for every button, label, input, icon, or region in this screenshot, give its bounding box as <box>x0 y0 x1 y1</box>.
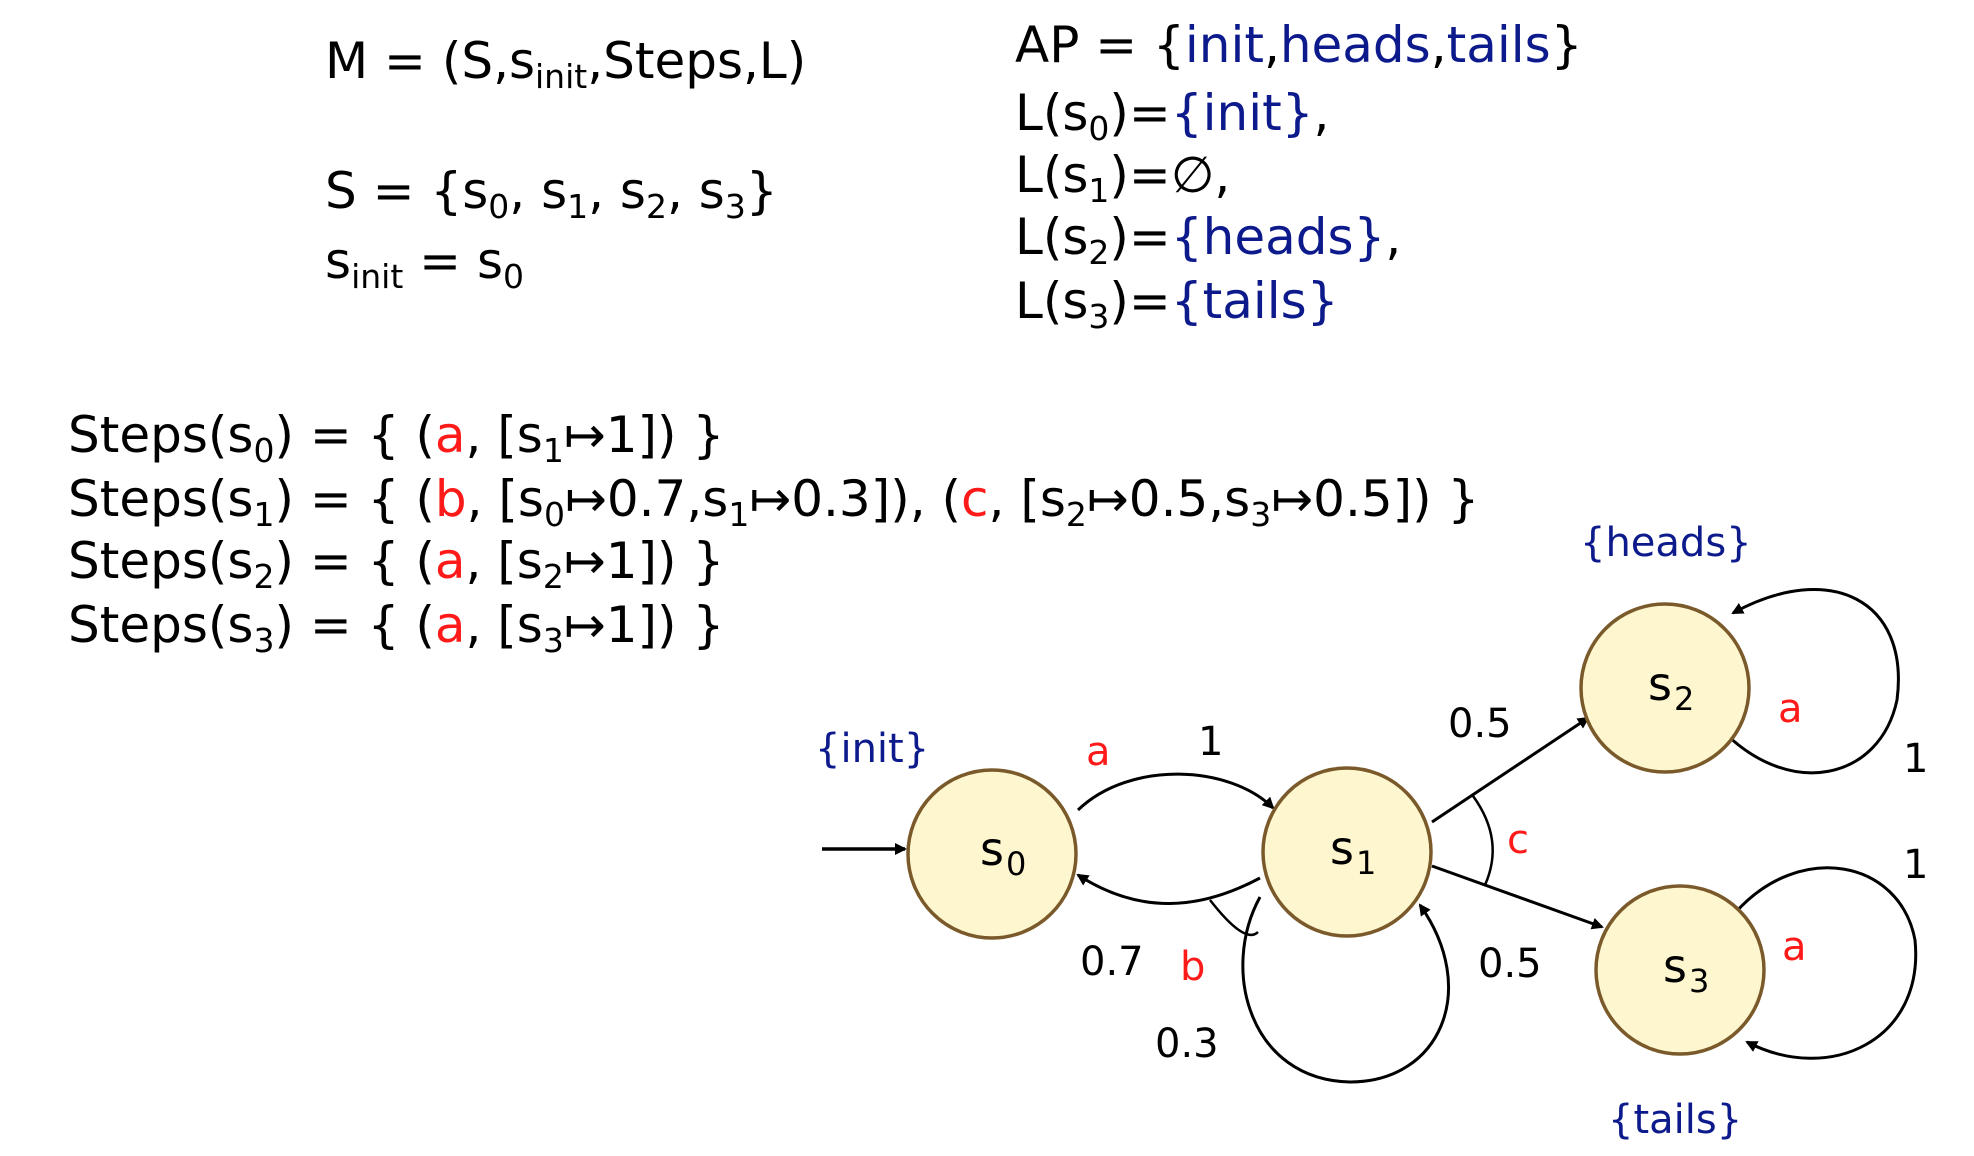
action-label-s2-a: a <box>1778 686 1803 732</box>
state-s2-name: s2 <box>1648 657 1694 718</box>
steps-s0: Steps(s0) = { (a, [s1↦1]) } <box>68 406 725 470</box>
state-s1 <box>1261 766 1433 938</box>
state-label-heads: {heads} <box>1580 520 1752 566</box>
state-s0-name: s0 <box>980 822 1026 883</box>
action-label-s3-a: a <box>1782 924 1807 970</box>
action-label-s1-b: b <box>1180 944 1205 990</box>
edge-s2-s2 <box>1720 588 1900 775</box>
prob-label-s3-s3: 1 <box>1903 842 1928 888</box>
action-label-s1-c: c <box>1507 817 1529 863</box>
label-s3: L(s3)={tails} <box>1015 272 1339 336</box>
state-s3 <box>1594 884 1766 1056</box>
state-s2 <box>1579 602 1751 774</box>
state-s0 <box>906 768 1078 940</box>
label-s0: L(s0)={init}, <box>1015 84 1330 148</box>
label-s1: L(s1)=∅, <box>1015 146 1231 210</box>
edge-s1-s3 <box>1431 864 1604 930</box>
model-definition: M = (S,sinit,Steps,L) <box>325 32 807 96</box>
edge-s1-s1 <box>1241 896 1451 1084</box>
steps-s3: Steps(s3) = { (a, [s3↦1]) } <box>68 596 725 660</box>
label-s2: L(s2)={heads}, <box>1015 208 1402 272</box>
edge-s1-s0 <box>1076 873 1261 905</box>
edge-s3-s3 <box>1733 866 1918 1060</box>
state-label-tails: {tails} <box>1608 1097 1742 1143</box>
steps-s1: Steps(s1) = { (b, [s0↦0.7,s1↦0.3]), (c, … <box>68 470 1480 534</box>
state-s1-name: s1 <box>1330 821 1376 882</box>
state-set-definition: S = {s0, s1, s2, s3} <box>325 162 778 226</box>
action-label-s0-a: a <box>1086 729 1111 775</box>
prob-label-s0-s1: 1 <box>1198 719 1223 765</box>
atomic-propositions: AP = {init,heads,tails} <box>1015 16 1583 74</box>
prob-label-s1-s2: 0.5 <box>1448 701 1512 747</box>
state-label-init: {init} <box>815 726 929 772</box>
steps-s2: Steps(s2) = { (a, [s2↦1]) } <box>68 532 725 596</box>
prob-label-s1-s3: 0.5 <box>1478 941 1542 987</box>
prob-label-s1-s1: 0.3 <box>1155 1021 1219 1067</box>
prob-label-s1-s0: 0.7 <box>1080 939 1144 985</box>
action-arc-b <box>1209 899 1259 937</box>
edge-s0-s1 <box>1076 772 1275 812</box>
state-s3-name: s3 <box>1663 939 1709 1000</box>
prob-label-s2-s2: 1 <box>1903 736 1928 782</box>
action-arc-c <box>1471 795 1494 886</box>
initial-state-definition: sinit = s0 <box>325 232 524 296</box>
edge-s1-s2 <box>1431 716 1590 824</box>
